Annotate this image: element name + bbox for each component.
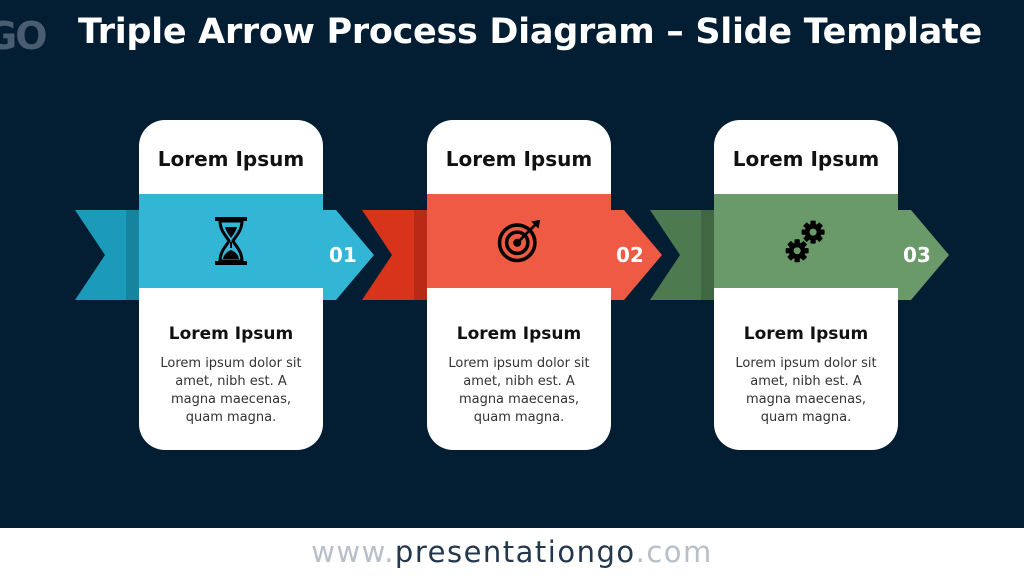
step-header: Lorem Ipsum	[732, 147, 880, 171]
step-color-band	[714, 194, 898, 288]
arrow-ribbons	[75, 210, 949, 300]
step-number-3: 03	[903, 243, 931, 267]
step-description: Lorem ipsum dolor sit amet, nibh est. A …	[448, 356, 590, 425]
step-header: Lorem Ipsum	[157, 147, 305, 171]
step-description: Lorem ipsum dolor sit amet, nibh est. A …	[735, 356, 877, 425]
footer-prefix: www.	[311, 535, 395, 569]
arrow-ribbon-2	[362, 210, 662, 300]
step-subtitle: Lorem Ipsum	[456, 324, 582, 344]
step-color-band	[139, 194, 323, 288]
step-card-2: Lorem Ipsum Lorem Ipsum Lorem ipsum dolo…	[427, 120, 611, 450]
step-header: Lorem Ipsum	[445, 147, 593, 171]
arrow-ribbon-1	[75, 210, 374, 300]
step-subtitle: Lorem Ipsum	[743, 324, 869, 344]
footer-suffix: .com	[635, 535, 713, 569]
slide-title: Triple Arrow Process Diagram – Slide Tem…	[78, 12, 982, 52]
step-subtitle: Lorem Ipsum	[168, 324, 294, 344]
target-icon	[497, 219, 541, 263]
hourglass-icon	[215, 217, 247, 265]
step-description: Lorem ipsum dolor sit amet, nibh est. A …	[160, 356, 302, 425]
slide-canvas: GO Triple Arrow Process Diagram – Slide …	[0, 0, 1024, 528]
step-number-1: 01	[329, 243, 357, 267]
footer-brand: presentationgo	[394, 535, 636, 569]
step-card-1: Lorem Ipsum Lorem Ipsum Lorem ipsum dolo…	[139, 120, 323, 450]
step-card-3: Lorem Ipsum	[714, 120, 898, 450]
arrow-ribbon-3	[650, 210, 949, 300]
gears-icon	[785, 220, 825, 263]
logo-mark: GO	[0, 14, 47, 58]
step-number-2: 02	[616, 243, 644, 267]
footer-url: www.presentationgo.com	[0, 528, 1024, 576]
step-color-band	[427, 194, 611, 288]
